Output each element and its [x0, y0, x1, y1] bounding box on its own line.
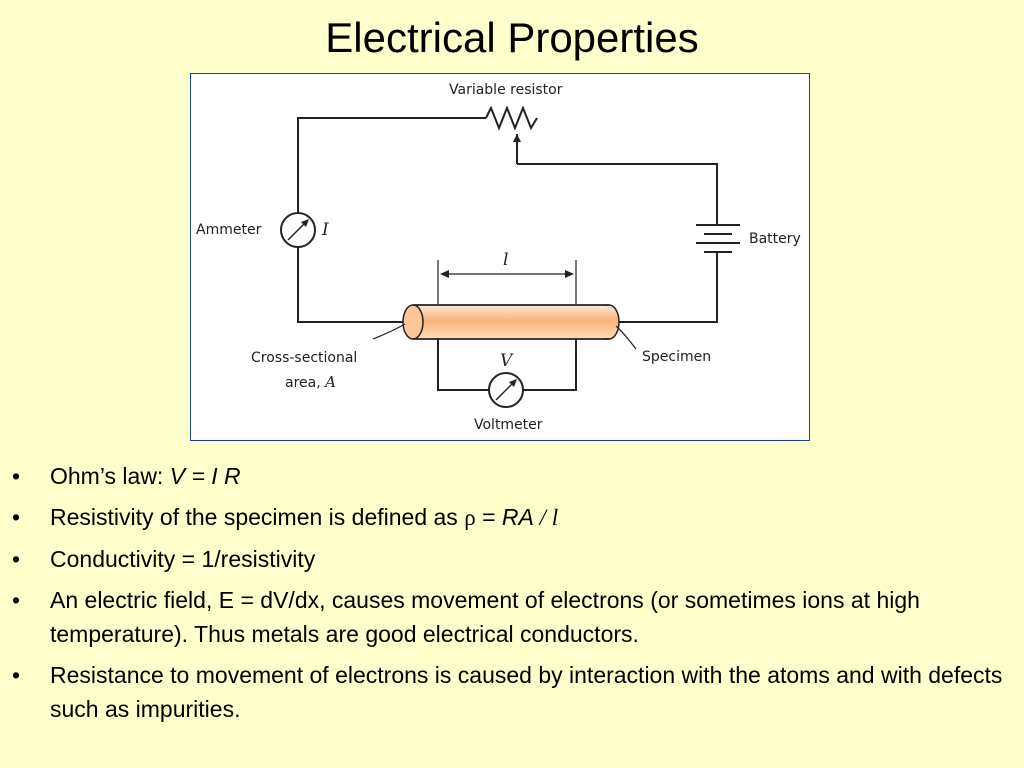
ammeter-gauge-icon	[280, 212, 316, 248]
voltage-symbol: V	[500, 351, 513, 371]
bullet-marker: •	[12, 587, 21, 613]
area-symbol: A	[325, 373, 336, 391]
specimen-label: Specimen	[642, 349, 712, 365]
current-symbol: I	[322, 220, 329, 240]
bullet-ohms-law: • Ohm’s law: V = I R	[0, 459, 1024, 493]
voltmeter-gauge-icon	[488, 372, 524, 408]
bullet-conductivity: • Conductivity = 1/resistivity	[0, 542, 1024, 576]
bullet-resistivity: • Resistivity of the specimen is defined…	[0, 500, 1024, 535]
cross-section-label-line1: Cross-sectional	[251, 350, 358, 366]
specimen-cylinder	[402, 304, 620, 340]
voltmeter-wire-left	[437, 336, 489, 391]
voltmeter-wire-right	[523, 336, 577, 391]
bullet-marker: •	[12, 463, 21, 489]
variable-resistor-label: Variable resistor	[449, 82, 563, 98]
specimen-leader	[615, 325, 637, 350]
wire-top-left	[297, 117, 486, 227]
length-symbol-text: l	[551, 505, 559, 530]
ammeter-label: Ammeter	[196, 222, 262, 238]
battery-label: Battery	[749, 231, 801, 247]
bullet-electric-field: • An electric field, E = dV/dx, causes m…	[0, 583, 1024, 651]
wire-right	[611, 252, 718, 323]
wiper-arrow-icon	[513, 134, 521, 142]
bullet-marker: •	[12, 546, 21, 572]
bullet-marker: •	[12, 504, 21, 530]
length-symbol: l	[503, 250, 509, 270]
bullet-list: • Ohm’s law: V = I R • Resistivity of th…	[0, 459, 1024, 733]
slide-title: Electrical Properties	[325, 14, 699, 61]
ohms-law-formula: V = I R	[169, 463, 241, 489]
voltmeter-label: Voltmeter	[474, 417, 543, 433]
circuit-wiring	[280, 105, 740, 408]
wire-left	[297, 247, 406, 323]
variable-resistor-icon	[485, 105, 538, 131]
bullet-resistance: • Resistance to movement of electrons is…	[0, 658, 1024, 726]
wire-top-right	[517, 163, 718, 224]
rho-symbol: ρ	[464, 505, 476, 530]
cross-section-label-line2: area, A	[285, 373, 336, 391]
bullet-marker: •	[12, 662, 21, 688]
circuit-diagram: Variable resistor Ammeter I Battery l Cr…	[190, 73, 810, 441]
cross-section-leader	[372, 323, 406, 340]
